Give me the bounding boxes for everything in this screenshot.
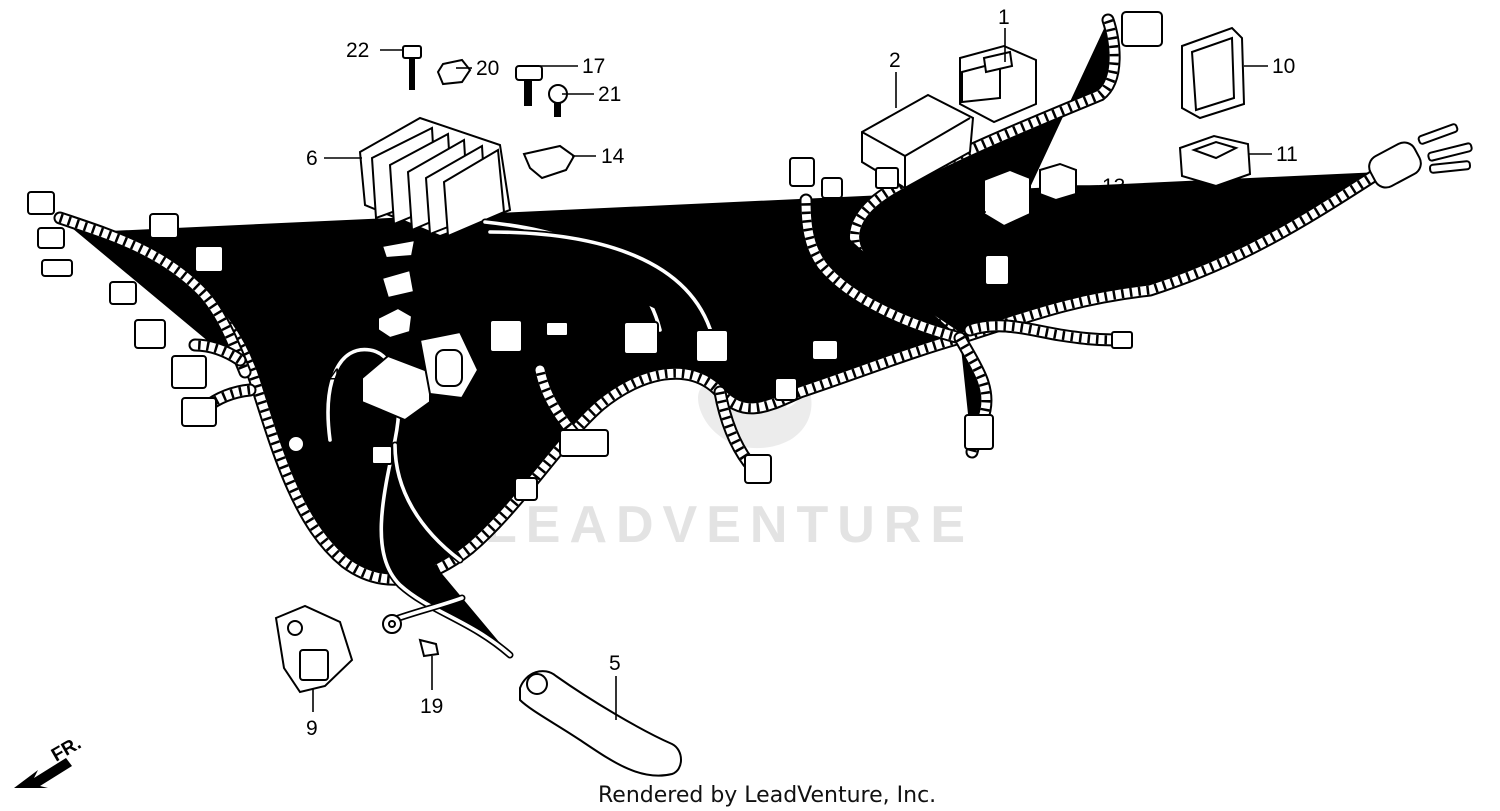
front-arrow-icon (14, 758, 72, 788)
part-1-connector (959, 44, 1037, 124)
callout-15: 15 (318, 313, 341, 336)
part-10-fuse-box (1181, 26, 1246, 120)
callout-13: 13 (1102, 175, 1125, 198)
part-15-rubber (377, 306, 414, 340)
callout-11: 11 (1276, 143, 1298, 166)
callout-6: 6 (306, 147, 318, 170)
callout-4: 4 (329, 365, 341, 388)
hardware-parts (377, 45, 576, 658)
render-credit: Rendered by LeadVenture, Inc. (598, 783, 936, 808)
callout-10: 10 (1272, 55, 1295, 78)
callout-3: 3 (449, 432, 461, 455)
callout-17: 17 (582, 55, 605, 78)
left-harness-connectors (27, 191, 305, 453)
part-20-nut (436, 58, 472, 86)
callout-12: 12 (938, 201, 961, 224)
part-18-grommet (380, 268, 416, 300)
callout-21: 21 (598, 83, 621, 106)
callout-5: 5 (609, 652, 621, 675)
part-2-ignition-unit (861, 93, 975, 190)
callout-1: 1 (998, 6, 1010, 29)
callout-22: 22 (346, 39, 369, 62)
part-16-collar (380, 238, 417, 260)
part-3-starter-relay (361, 330, 480, 422)
part-12-relay (983, 168, 1031, 238)
part-11-fuse-holder (1178, 134, 1252, 188)
callout-18: 18 (318, 275, 341, 298)
part-14-bracket (522, 144, 576, 180)
callout-16: 16 (318, 235, 341, 258)
callout-7: 7 (862, 337, 874, 360)
front-direction-indicator: FR. (14, 733, 85, 788)
harness-right-terminals (1368, 123, 1473, 189)
part-22-bolt (402, 45, 422, 59)
callout-20: 20 (476, 57, 499, 80)
part-17-screw (515, 65, 543, 81)
leader-lines (312, 28, 1272, 720)
center-harness-connectors (489, 11, 1163, 501)
callout-9: 9 (306, 717, 318, 740)
front-direction-label: FR. (48, 733, 85, 766)
callout-8: 8 (1147, 218, 1159, 241)
watermark-text: LEADVENTURE (485, 496, 974, 554)
part-13-cap (1039, 162, 1077, 202)
part-19-bolt (418, 638, 440, 658)
part-4-wire (328, 350, 510, 655)
callout-labels: 1 2 3 4 5 6 7 8 9 10 11 12 13 14 15 16 1… (306, 6, 1298, 740)
part-6-regulator-rectifier (358, 116, 729, 363)
callout-2: 2 (889, 49, 901, 72)
callout-19: 19 (420, 695, 443, 718)
part-5-boot (519, 670, 682, 777)
part-7-connector (811, 339, 839, 361)
callout-14: 14 (601, 145, 625, 168)
